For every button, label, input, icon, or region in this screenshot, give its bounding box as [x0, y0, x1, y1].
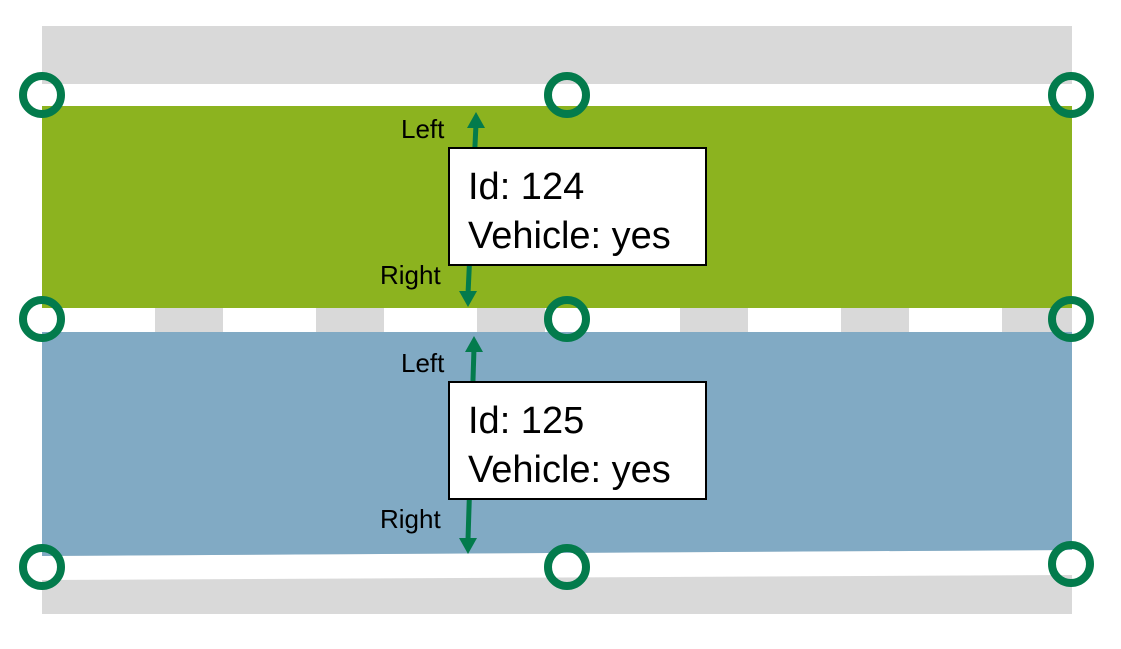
vehicle-flag-125: Vehicle: yes: [468, 449, 671, 492]
ring-node-icon[interactable]: [1048, 541, 1094, 587]
lane-id-125: Id: 125: [468, 400, 585, 442]
lane-info-box-124: Id: 124 Vehicle: yes: [448, 147, 707, 266]
ring-node-icon[interactable]: [544, 72, 590, 118]
lane-info-box-125: Id: 125 Vehicle: yes: [448, 381, 707, 500]
right-label-124: Right: [380, 260, 441, 290]
left-label-125: Left: [401, 348, 445, 378]
top-lane-boundary: [42, 84, 1072, 106]
divider-dashes: [155, 308, 1072, 332]
ring-node-icon[interactable]: [19, 544, 65, 590]
ring-node-icon[interactable]: [1048, 72, 1094, 118]
ring-node-icon[interactable]: [19, 296, 65, 342]
right-label-125: Right: [380, 504, 441, 534]
vehicle-flag-124: Vehicle: yes: [468, 215, 671, 258]
left-label-124: Left: [401, 114, 445, 144]
ring-node-icon[interactable]: [19, 72, 65, 118]
ring-node-icon[interactable]: [1048, 296, 1094, 342]
bottom-lane-boundary: [42, 550, 1072, 580]
ring-node-icon[interactable]: [544, 296, 590, 342]
lane-id-124: Id: 124: [468, 166, 585, 208]
ring-node-icon[interactable]: [544, 544, 590, 590]
